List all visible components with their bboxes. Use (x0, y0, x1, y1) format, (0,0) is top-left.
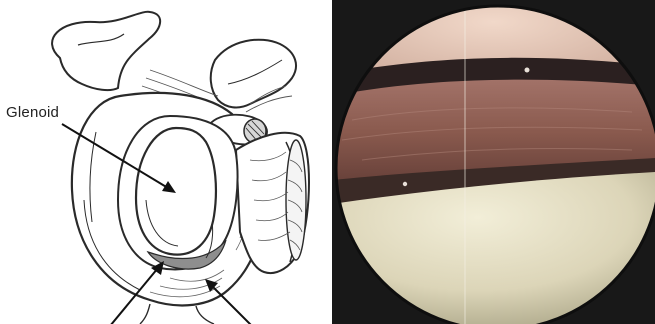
anatomical-diagram: Glenoid (0, 0, 332, 324)
shoulder-glenoid-illustration (0, 0, 332, 324)
arthroscope-view (332, 0, 655, 324)
glenoid-label: Glenoid (6, 104, 59, 121)
glenoid-cavity (136, 128, 216, 255)
arthroscopic-photo (332, 0, 655, 324)
muscle-bundle (236, 133, 309, 273)
acromion (52, 12, 160, 90)
